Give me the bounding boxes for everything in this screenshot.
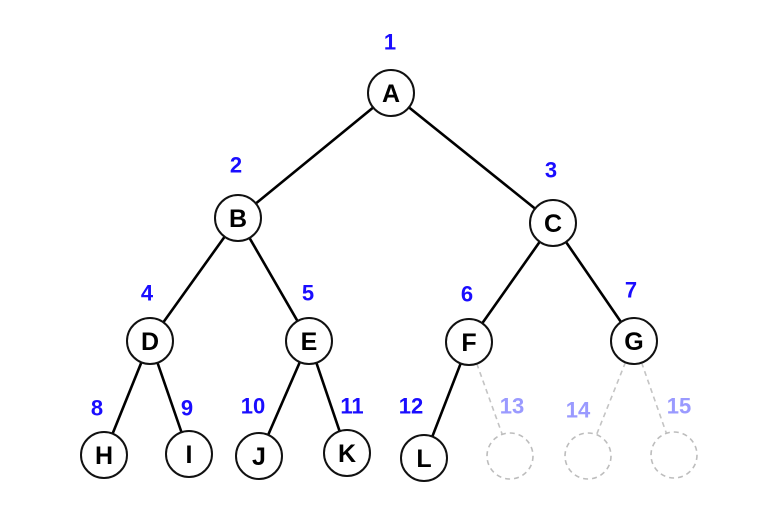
node-label: A: [382, 80, 400, 108]
empty-node-slot: [564, 432, 612, 480]
edge-e-j: [266, 361, 302, 436]
node-index-8: 8: [91, 396, 103, 421]
node-circle: [610, 317, 658, 365]
node-circle: [80, 431, 128, 479]
edge-f-n13: [476, 363, 503, 435]
node-label: I: [186, 441, 193, 469]
tree-node-c: C: [529, 199, 577, 247]
tree-node-b: B: [214, 194, 262, 242]
edge-g-n15: [640, 362, 668, 434]
node-circle: [367, 69, 415, 117]
edges-layer: [111, 106, 668, 438]
node-index-5: 5: [302, 281, 314, 306]
tree-node-g: G: [610, 317, 658, 365]
node-circle: [529, 199, 577, 247]
empty-node-slot: [486, 432, 534, 480]
edge-b-d: [162, 235, 226, 324]
node-index-9: 9: [181, 396, 193, 421]
node-circle: [323, 429, 371, 477]
tree-node-a: A: [367, 69, 415, 117]
node-index-12: 12: [399, 394, 423, 419]
nodes-layer: A B C D E F G H I J K L: [80, 69, 698, 482]
node-label: J: [252, 443, 266, 471]
node-circle: [445, 318, 493, 366]
empty-node-circle: [486, 432, 534, 480]
node-label: E: [301, 328, 318, 356]
tree-node-k: K: [323, 429, 371, 477]
node-index-10: 10: [241, 394, 265, 419]
node-index-6: 6: [461, 282, 473, 307]
edge-f-l: [431, 362, 462, 438]
tree-node-h: H: [80, 431, 128, 479]
tree-node-f: F: [445, 318, 493, 366]
node-circle: [235, 432, 283, 480]
node-index-15: 15: [667, 394, 691, 419]
node-circle: [400, 434, 448, 482]
edge-d-i: [156, 362, 183, 433]
node-circle: [165, 430, 213, 478]
empty-node-circle: [650, 431, 698, 479]
edge-g-n14: [595, 362, 627, 435]
tree-node-d: D: [126, 317, 174, 365]
node-index-1: 1: [384, 30, 396, 55]
edge-d-h: [111, 361, 143, 435]
node-index-14: 14: [566, 398, 591, 423]
node-label: K: [338, 440, 356, 468]
node-label: F: [461, 329, 476, 357]
node-index-3: 3: [545, 158, 557, 183]
edge-a-c: [408, 106, 536, 210]
edge-b-e: [248, 237, 299, 322]
empty-node-slot: [650, 431, 698, 479]
edge-a-b: [254, 106, 375, 205]
node-label: C: [544, 210, 562, 238]
edge-c-f: [481, 241, 541, 324]
node-circle: [126, 317, 174, 365]
node-index-13: 13: [500, 394, 524, 419]
node-index-2: 2: [230, 153, 242, 178]
node-label: B: [229, 205, 247, 233]
node-label: L: [416, 445, 431, 473]
tree-node-j: J: [235, 432, 283, 480]
node-index-4: 4: [141, 281, 154, 306]
empty-node-circle: [564, 432, 612, 480]
node-index-7: 7: [625, 278, 637, 303]
node-label: D: [141, 328, 159, 356]
tree-node-i: I: [165, 430, 213, 478]
tree-node-l: L: [400, 434, 448, 482]
node-circle: [214, 194, 262, 242]
node-index-11: 11: [340, 394, 363, 419]
node-circle: [285, 317, 333, 365]
edge-e-k: [315, 362, 341, 432]
tree-node-e: E: [285, 317, 333, 365]
node-label: H: [95, 442, 113, 470]
edge-c-g: [564, 241, 623, 323]
node-label: G: [624, 328, 643, 356]
